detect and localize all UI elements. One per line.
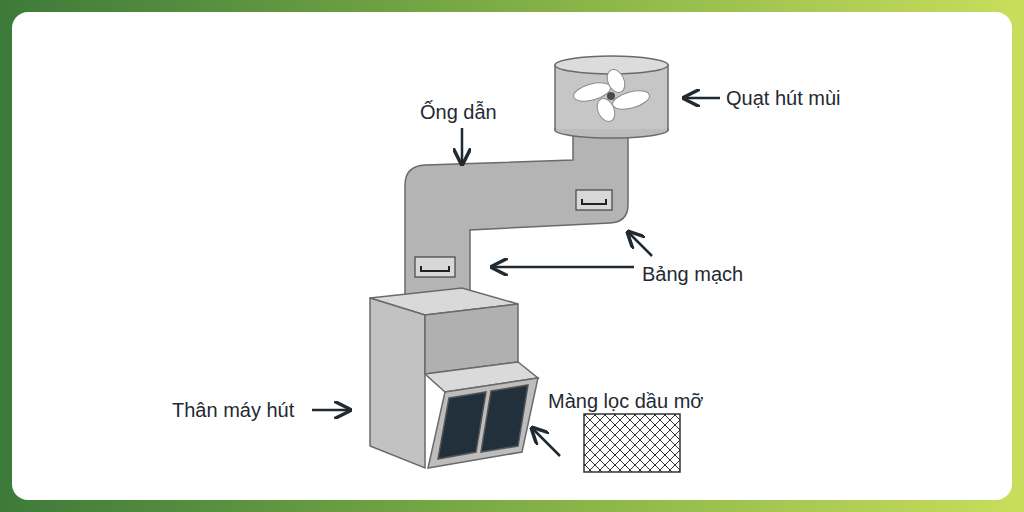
- part-label: Bảng mạch: [642, 262, 743, 286]
- part-label: Quạt hút mùi: [726, 86, 841, 110]
- circuit-board-icon: [576, 190, 612, 210]
- part-label: Thân máy hút: [172, 398, 294, 422]
- part-label: Ống dẫn: [420, 100, 497, 124]
- part-label: Màng lọc dầu mỡ: [548, 389, 703, 413]
- fan-blades: [572, 67, 652, 125]
- fan-housing: [555, 56, 668, 138]
- hood-body: [370, 288, 538, 468]
- circuit-board-icon: [415, 257, 455, 277]
- grease-filter: [584, 414, 680, 472]
- duct: [405, 125, 628, 302]
